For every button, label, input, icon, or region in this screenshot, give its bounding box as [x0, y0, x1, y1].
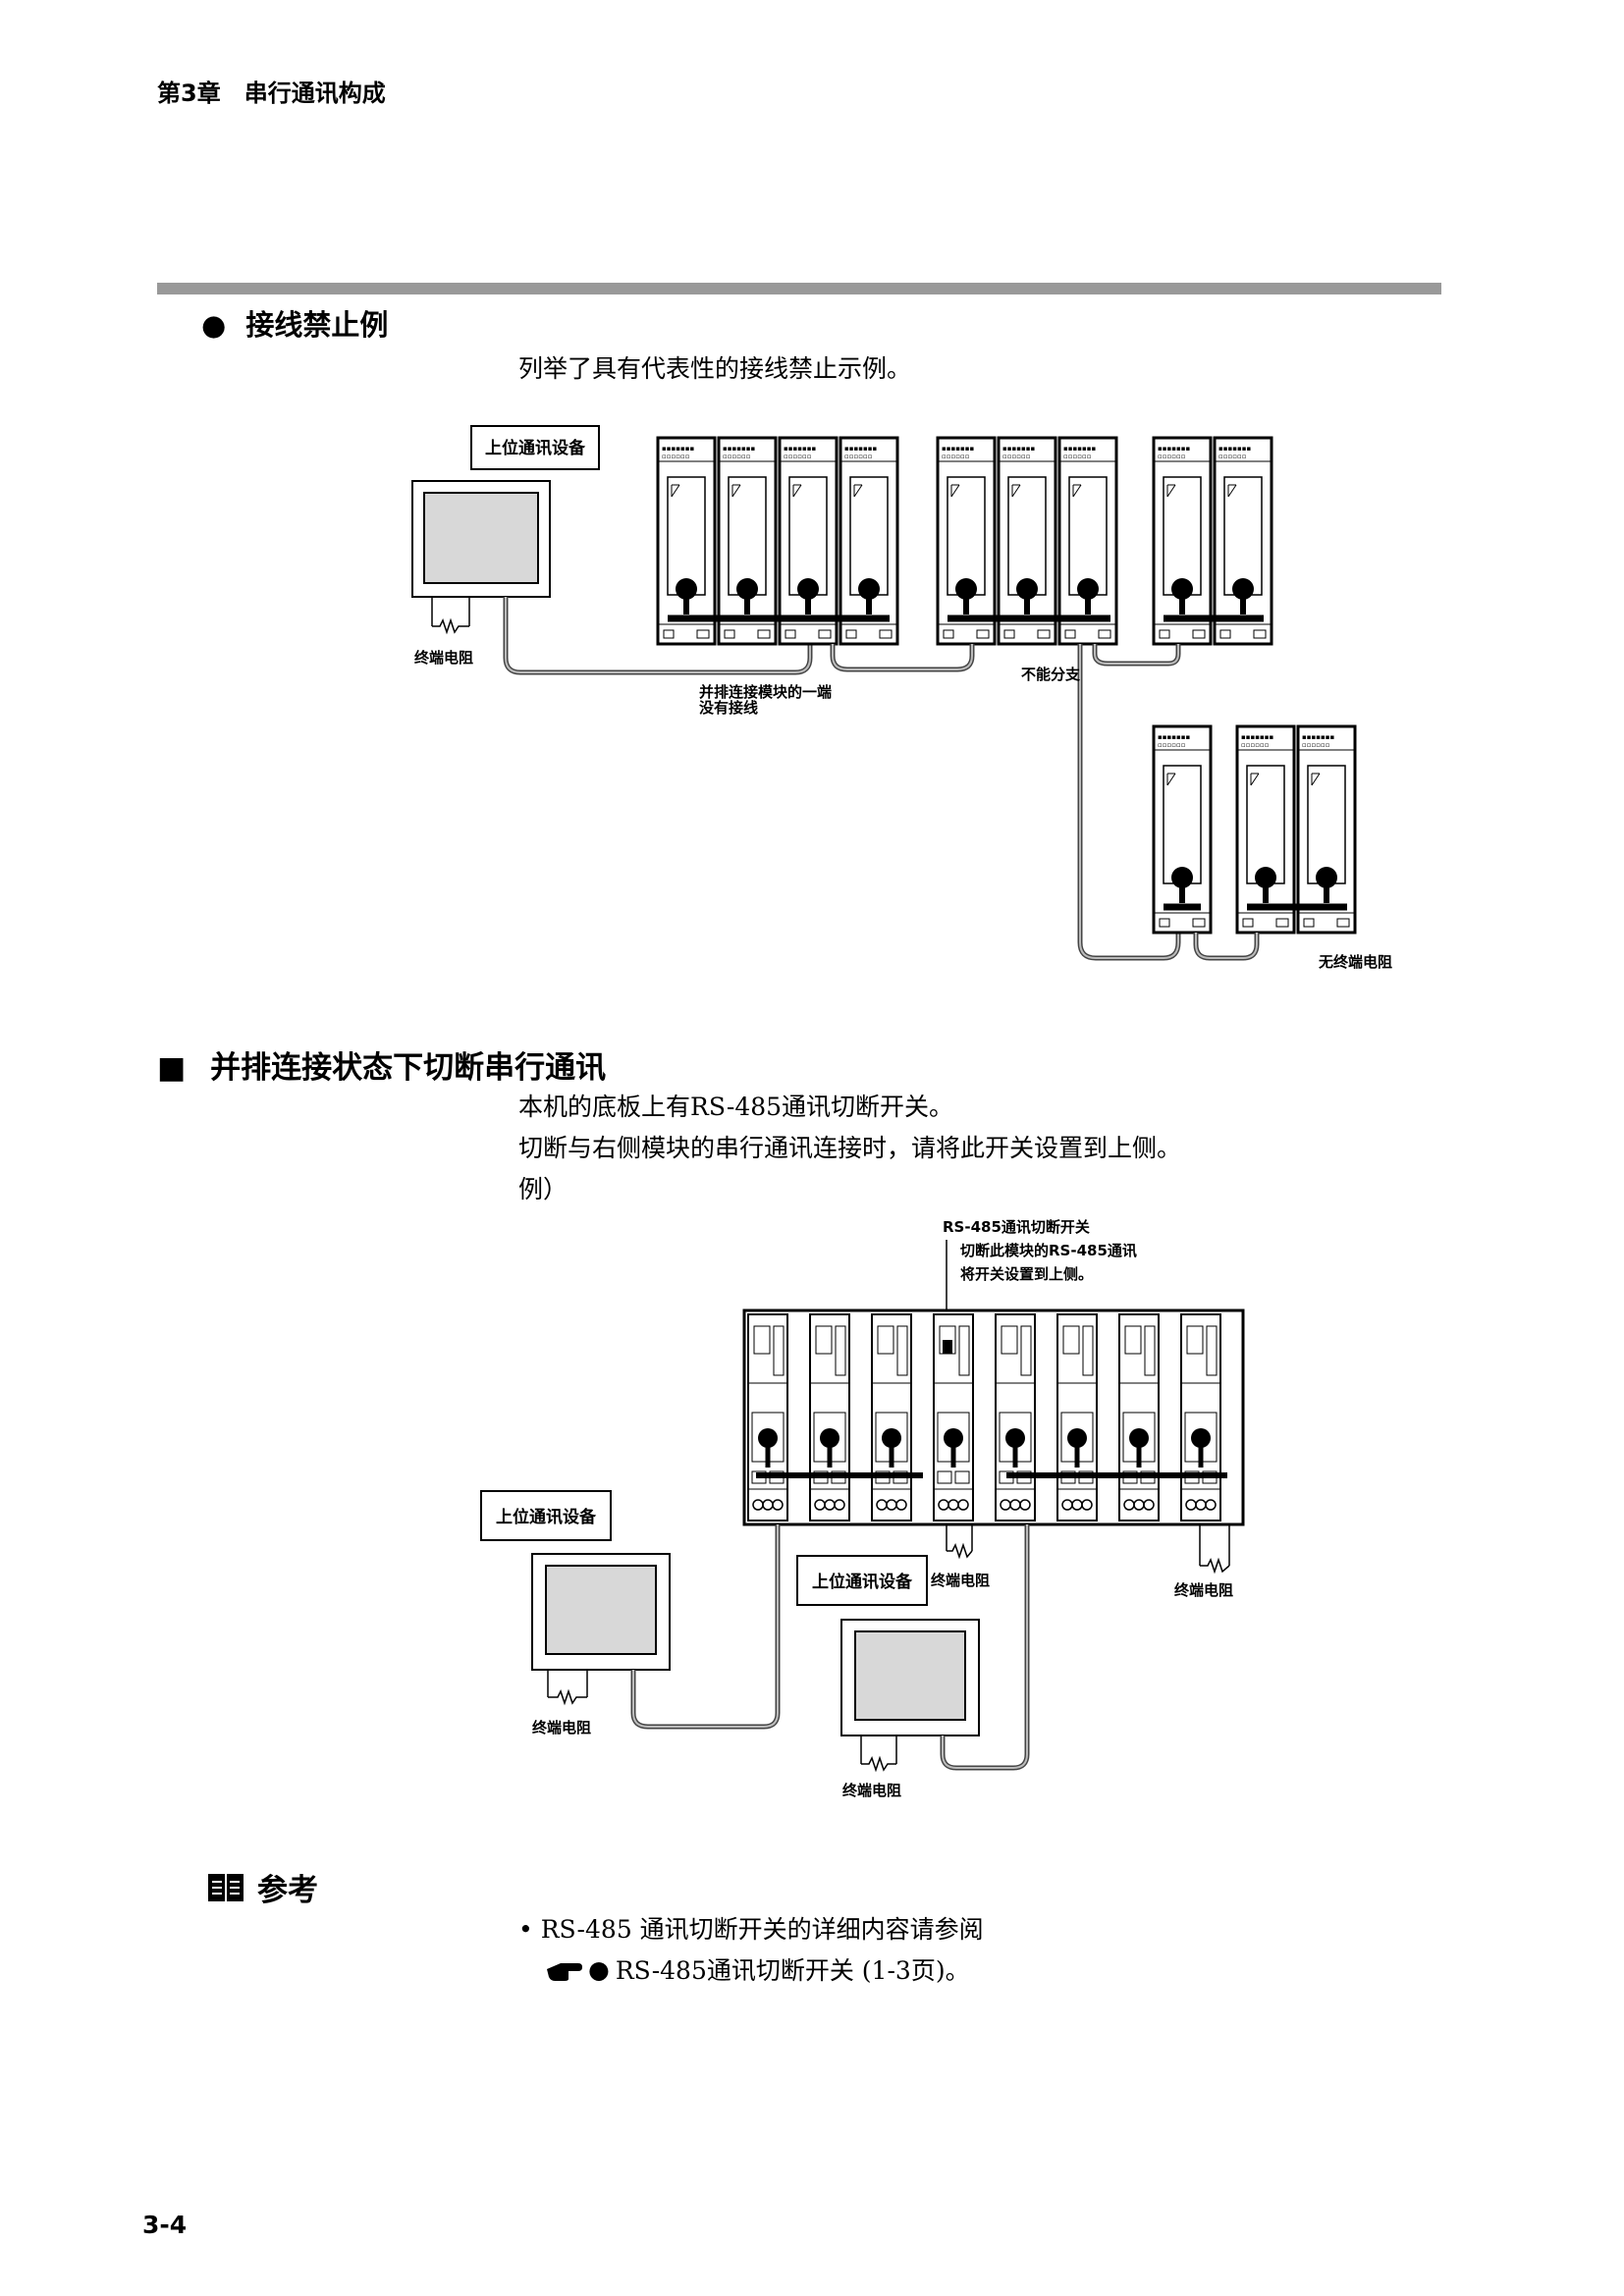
annotation-end-line1: 并排连接模块的一端	[699, 683, 832, 701]
paragraph-2: 切断与右侧模块的串行通讯连接时，请将此开关设置到上侧。	[518, 1134, 1182, 1162]
figure-prohibited-wiring: ▪▪▪▪▪▪▪ ▫▫▫▫▫▫ 上位通讯设备 终端电阻	[411, 425, 1392, 971]
section-title: 并排连接状态下切断串行通讯	[210, 1050, 607, 1086]
reference-line-1: • RS-485 通讯切断开关的详细内容请参阅	[518, 1915, 984, 1944]
pointing-hand-icon	[547, 1963, 582, 1981]
paragraph-3: 例）	[518, 1175, 568, 1203]
bullet-circle: ●	[201, 308, 227, 342]
reference-bullet: ●	[588, 1954, 610, 1984]
annotation-no-terminator: 无终端电阻	[1318, 953, 1392, 971]
section-intro: 列举了具有代表性的接线禁止示例。	[518, 354, 912, 383]
reference-line-2[interactable]: ● RS-485通讯切断开关 (1-3页)。	[545, 1951, 970, 1987]
section-title: 接线禁止例	[245, 308, 389, 342]
switch-label-2: 切断此模块的RS-485通讯	[960, 1242, 1137, 1259]
paragraph-1: 本机的底板上有RS-485通讯切断开关。	[518, 1093, 954, 1121]
host-label-a: 上位通讯设备	[496, 1507, 597, 1527]
figure-disconnect-example: RS-485通讯切断开关 切断此模块的RS-485通讯 将开关设置到上侧。 上位…	[480, 1218, 1245, 1799]
section-heading-prohibited-wiring: ● 接线禁止例	[201, 302, 388, 344]
page-number: 3-4	[142, 2211, 188, 2239]
switch-label-3: 将开关设置到上侧。	[960, 1265, 1093, 1283]
annotation-no-branch: 不能分支	[1021, 666, 1081, 683]
host-label: 上位通讯设备	[485, 438, 586, 458]
terminator-label-d: 终端电阻	[1174, 1581, 1233, 1599]
host-label-b: 上位通讯设备	[812, 1572, 913, 1592]
terminator-label-b: 终端电阻	[842, 1782, 901, 1799]
reference-link[interactable]: RS-485通讯切断开关 (1-3页)。	[615, 1956, 970, 1985]
terminator-label-c: 终端电阻	[931, 1572, 990, 1589]
section-divider	[157, 283, 1441, 294]
annotation-end-line2: 没有接线	[699, 699, 758, 717]
bullet-square: ■	[157, 1050, 187, 1086]
chapter-header: 第3章 串行通讯构成	[157, 80, 386, 107]
switch-label-1: RS-485通讯切断开关	[943, 1218, 1090, 1236]
book-icon	[208, 1873, 244, 1901]
reference-title: 参考	[257, 1873, 318, 1908]
reference-heading: 参考	[206, 1865, 318, 1909]
terminator-label-a: 终端电阻	[532, 1719, 591, 1736]
section-heading-disconnect: ■ 并排连接状态下切断串行通讯	[157, 1042, 606, 1087]
terminator-label: 终端电阻	[414, 649, 473, 667]
